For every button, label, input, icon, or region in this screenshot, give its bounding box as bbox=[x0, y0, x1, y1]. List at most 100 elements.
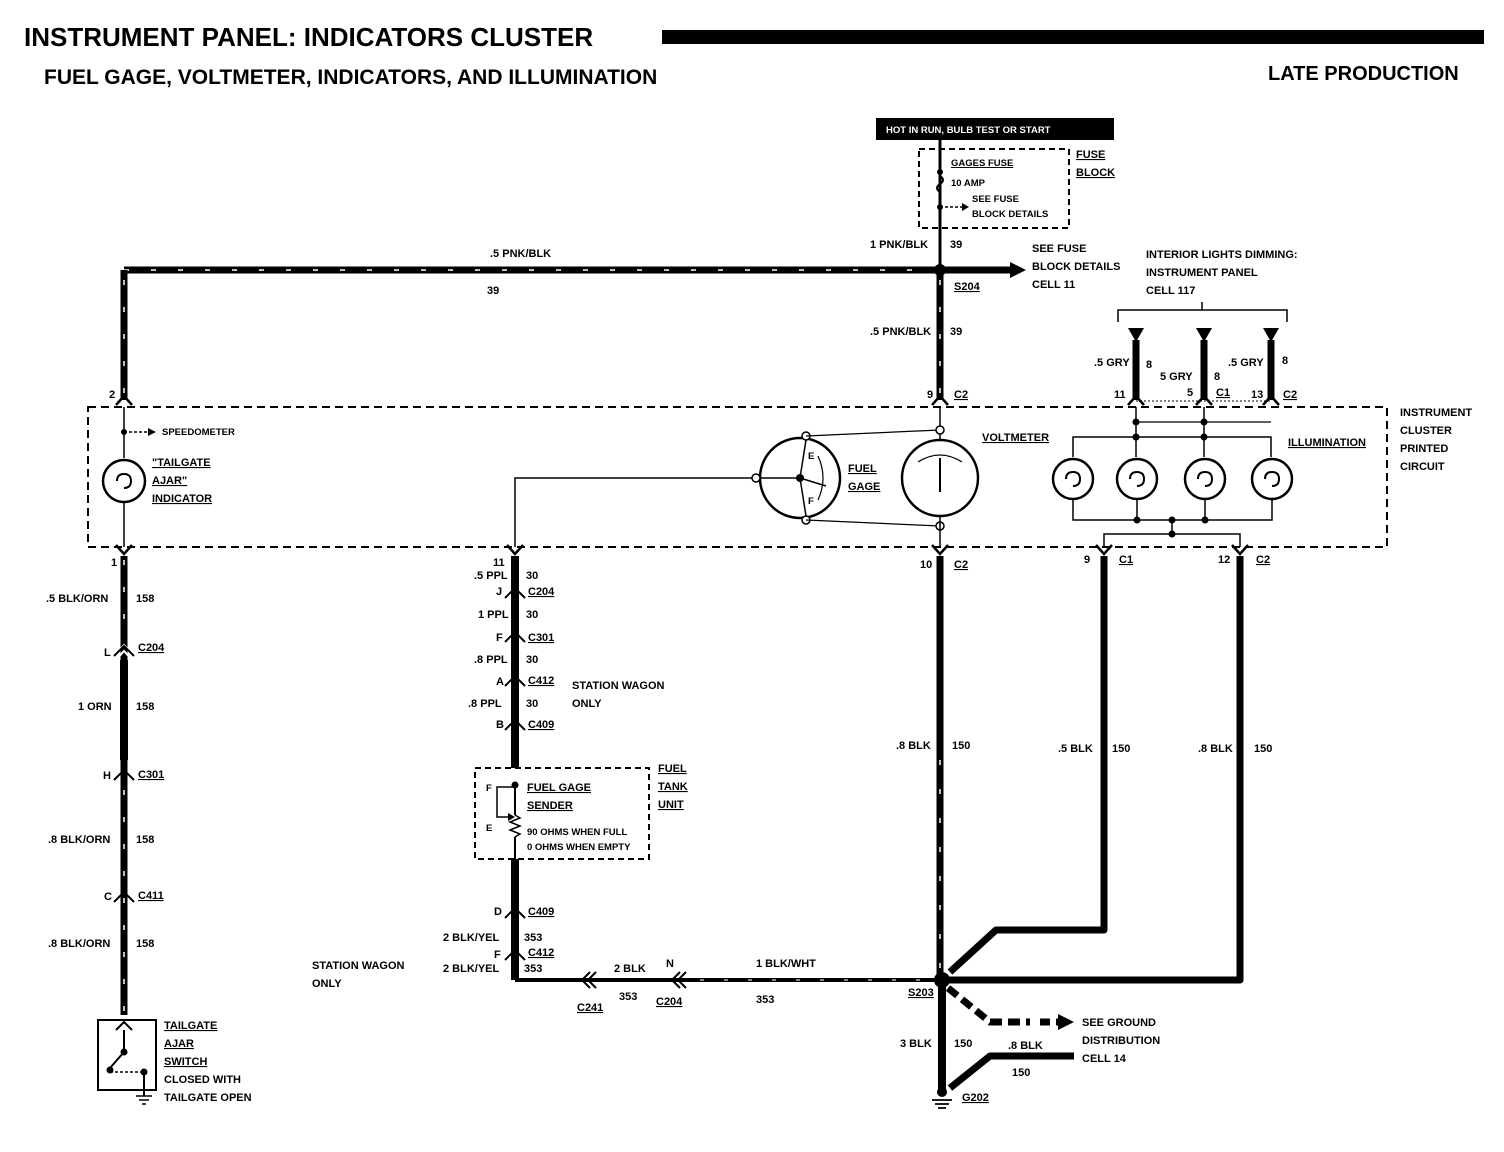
ground-node bbox=[937, 1087, 947, 1097]
resistor-icon bbox=[507, 814, 523, 838]
fuel-tank-unit-label: FUEL bbox=[658, 763, 687, 775]
circuit-number: 158 bbox=[136, 834, 154, 846]
pin-letter: D bbox=[494, 906, 502, 918]
gage-f-label: F bbox=[808, 496, 814, 507]
wire-color-label: .5 GRY bbox=[1228, 357, 1264, 369]
connector-label: C409 bbox=[528, 719, 554, 731]
see-fuse-cell: CELL 11 bbox=[1032, 279, 1075, 291]
connector-label: C2 bbox=[954, 389, 968, 401]
circuit-number: 30 bbox=[526, 654, 538, 666]
station-wagon-label: ONLY bbox=[572, 698, 602, 710]
page-subtitle: FUEL GAGE, VOLTMETER, INDICATORS, AND IL… bbox=[44, 66, 657, 89]
tailgate-switch-label: TAILGATE bbox=[164, 1020, 217, 1032]
connector-label: C1 bbox=[1216, 387, 1230, 399]
sender-f-label: F bbox=[486, 783, 492, 794]
pin-number: 10 bbox=[920, 559, 932, 571]
instrument-cluster-box bbox=[87, 406, 1388, 548]
wire-color-label: 2 BLK/YEL bbox=[443, 963, 500, 975]
station-wagon-label: STATION WAGON bbox=[312, 960, 405, 972]
ground-distribution-wire bbox=[945, 985, 1030, 1026]
connector-icon bbox=[504, 906, 526, 919]
ground-icon bbox=[136, 1095, 152, 1105]
illumination-ground-wire-2 bbox=[948, 556, 1244, 984]
connector-icon bbox=[504, 718, 526, 731]
illumination-bus-top bbox=[1072, 436, 1272, 457]
cluster-label: CIRCUIT bbox=[1400, 461, 1445, 473]
tailgate-indicator-label: AJAR" bbox=[152, 475, 187, 487]
gage-coil bbox=[799, 477, 807, 517]
connector-icon bbox=[115, 394, 133, 406]
connector-icon bbox=[115, 544, 133, 556]
dimming-feed-2 bbox=[1196, 328, 1212, 400]
fuse-node bbox=[937, 169, 943, 175]
connector-label: C204 bbox=[138, 642, 165, 654]
see-fuse-cell: BLOCK DETAILS bbox=[1032, 261, 1120, 273]
splice-node bbox=[1133, 516, 1141, 524]
illumination-bulb-icon bbox=[1051, 457, 1095, 501]
fuse-symbol-icon bbox=[936, 175, 944, 193]
connector-label: C411 bbox=[138, 890, 164, 902]
tailgate-switch-label: SWITCH bbox=[164, 1056, 207, 1068]
bulb-filament-icon bbox=[116, 472, 133, 489]
wire-color-label: 2 BLK/YEL bbox=[443, 932, 500, 944]
circuit-number: 39 bbox=[950, 239, 962, 251]
tailgate-switch-label: TAILGATE OPEN bbox=[164, 1092, 252, 1104]
connector-icon bbox=[113, 768, 135, 781]
tailgate-indicator-label: INDICATOR bbox=[152, 493, 212, 505]
tailgate-switch-label: AJAR bbox=[164, 1038, 194, 1050]
page-title: INSTRUMENT PANEL: INDICATORS CLUSTER bbox=[24, 22, 593, 52]
arrow-right-icon bbox=[508, 813, 515, 821]
arrow-right-icon bbox=[1010, 262, 1026, 278]
illumination-bulb-icon bbox=[1250, 457, 1294, 501]
circuit-number: 8 bbox=[1214, 371, 1220, 383]
circuit-number: 150 bbox=[1112, 743, 1130, 755]
dimming-label: INSTRUMENT PANEL bbox=[1146, 267, 1258, 279]
wire-color-label: 1 BLK/WHT bbox=[756, 958, 816, 970]
pin-letter: J bbox=[496, 586, 502, 598]
illumination-bulb-icon bbox=[1183, 457, 1227, 501]
voltmeter-label: VOLTMETER bbox=[982, 432, 1049, 444]
arrow-down-icon bbox=[1128, 328, 1144, 342]
see-ground-label: CELL 14 bbox=[1082, 1053, 1127, 1065]
connector-label: C301 bbox=[528, 632, 554, 644]
wire-color-label: 1 ORN bbox=[78, 701, 112, 713]
dimming-feed-1 bbox=[1128, 328, 1144, 400]
sender-spec: 0 OHMS WHEN EMPTY bbox=[527, 842, 631, 853]
connector-icon bbox=[504, 586, 526, 599]
connector-icon bbox=[670, 971, 681, 989]
pin-number: 11 bbox=[1114, 389, 1126, 401]
circuit-number: 30 bbox=[526, 698, 538, 710]
circuit-number: 8 bbox=[1282, 355, 1288, 367]
wire-color-label: .8 BLK/ORN bbox=[48, 834, 110, 846]
circuit-number: 39 bbox=[950, 326, 962, 338]
switch-arm-icon bbox=[109, 1051, 125, 1069]
splice-node bbox=[1201, 516, 1209, 524]
ground-icon bbox=[932, 1099, 952, 1109]
illumination-bulb-icon bbox=[1115, 457, 1159, 501]
pin-number: 12 bbox=[1218, 554, 1230, 566]
hot-in-run-box bbox=[876, 118, 1114, 140]
station-wagon-label: STATION WAGON bbox=[572, 680, 665, 692]
wire-color-label: .5 BLK/ORN bbox=[46, 593, 108, 605]
circuit-number: 8 bbox=[1146, 359, 1152, 371]
connector-icon bbox=[580, 971, 591, 989]
gage-ref-wire bbox=[805, 519, 941, 527]
gage-ref-wire bbox=[805, 429, 941, 437]
tailgate-indicator-label: "TAILGATE bbox=[152, 457, 211, 469]
circuit-number: 150 bbox=[954, 1038, 972, 1050]
wire-color-label: .5 GRY bbox=[1094, 357, 1130, 369]
wire-color-label: .5 PNK/BLK bbox=[490, 248, 551, 260]
dimming-label: CELL 117 bbox=[1146, 285, 1195, 297]
gage-scale bbox=[817, 455, 824, 501]
production-label: LATE PRODUCTION bbox=[1268, 63, 1459, 85]
circuit-number: 30 bbox=[526, 570, 538, 582]
gage-coil bbox=[799, 439, 807, 479]
fuel-tank-unit-label: TANK bbox=[658, 781, 688, 793]
connector-icon bbox=[1262, 394, 1280, 406]
pin-number: 11 bbox=[493, 557, 505, 569]
see-ground-label: DISTRIBUTION bbox=[1082, 1035, 1160, 1047]
ground-distribution-wire-2 bbox=[947, 1052, 1074, 1091]
circuit-number: 353 bbox=[756, 994, 774, 1006]
pin-number: 9 bbox=[1084, 554, 1090, 566]
